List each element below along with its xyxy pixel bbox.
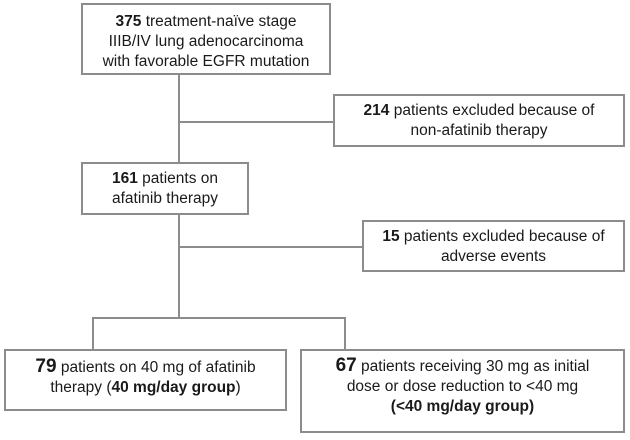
label-40mg-group: 40 mg/day group: [111, 379, 236, 396]
text-excl2-line1: patients excluded because of: [399, 228, 605, 245]
text-left-line2b: ): [235, 379, 241, 396]
text-initial-line2: IIIB/IV lung adenocarcinoma: [108, 33, 304, 50]
box-afatinib-cohort: 161 patients on afatinib therapy: [81, 162, 249, 215]
count-initial: 375: [115, 13, 142, 30]
connector-to-excl1: [178, 121, 333, 123]
connector-to-right: [344, 317, 346, 349]
text-right-group-close: ): [529, 398, 535, 415]
connector-top-to-mid: [178, 75, 180, 162]
connector-mid-to-split: [178, 215, 180, 318]
box-under-40mg-group: 67 patients receiving 30 mg as initial d…: [300, 349, 625, 433]
text-left-line1: patients on 40 mg of afatinib: [56, 359, 256, 376]
count-40mg: 79: [35, 356, 57, 377]
connector-split-bar: [92, 317, 346, 319]
text-mid-line2: afatinib therapy: [112, 190, 218, 207]
text-left-line2a: therapy (: [50, 379, 112, 396]
count-under-40mg: 67: [335, 355, 357, 376]
text-mid-line1: patients on: [137, 170, 219, 187]
text-right-line2: dose or dose reduction to <40 mg: [346, 378, 579, 395]
box-excluded-adverse-events: 15 patients excluded because of adverse …: [362, 220, 625, 272]
box-excluded-non-afatinib: 214 patients excluded because of non-afa…: [333, 94, 625, 147]
text-excl1-line1: patients excluded because of: [389, 102, 595, 119]
label-under-40mg-group: <40 mg/day group: [395, 398, 530, 415]
text-right-line1: patients receiving 30 mg as initial: [356, 358, 590, 375]
count-excluded-non-afatinib: 214: [363, 102, 390, 119]
box-40mg-group: 79 patients on 40 mg of afatinib therapy…: [4, 349, 287, 411]
count-afatinib: 161: [111, 170, 138, 187]
text-right-group-open: (: [390, 398, 396, 415]
count-excluded-adverse: 15: [382, 228, 400, 245]
text-excl1-line2: non-afatinib therapy: [410, 122, 548, 139]
box-initial-cohort: 375 treatment-naïve stage IIIB/IV lung a…: [81, 3, 331, 75]
connector-to-excl2: [178, 246, 362, 248]
text-excl2-line2: adverse events: [440, 248, 547, 265]
text-initial-line1: treatment-naïve stage: [141, 13, 297, 30]
connector-to-left: [92, 317, 94, 349]
text-initial-line3: with favorable EGFR mutation: [102, 53, 310, 70]
